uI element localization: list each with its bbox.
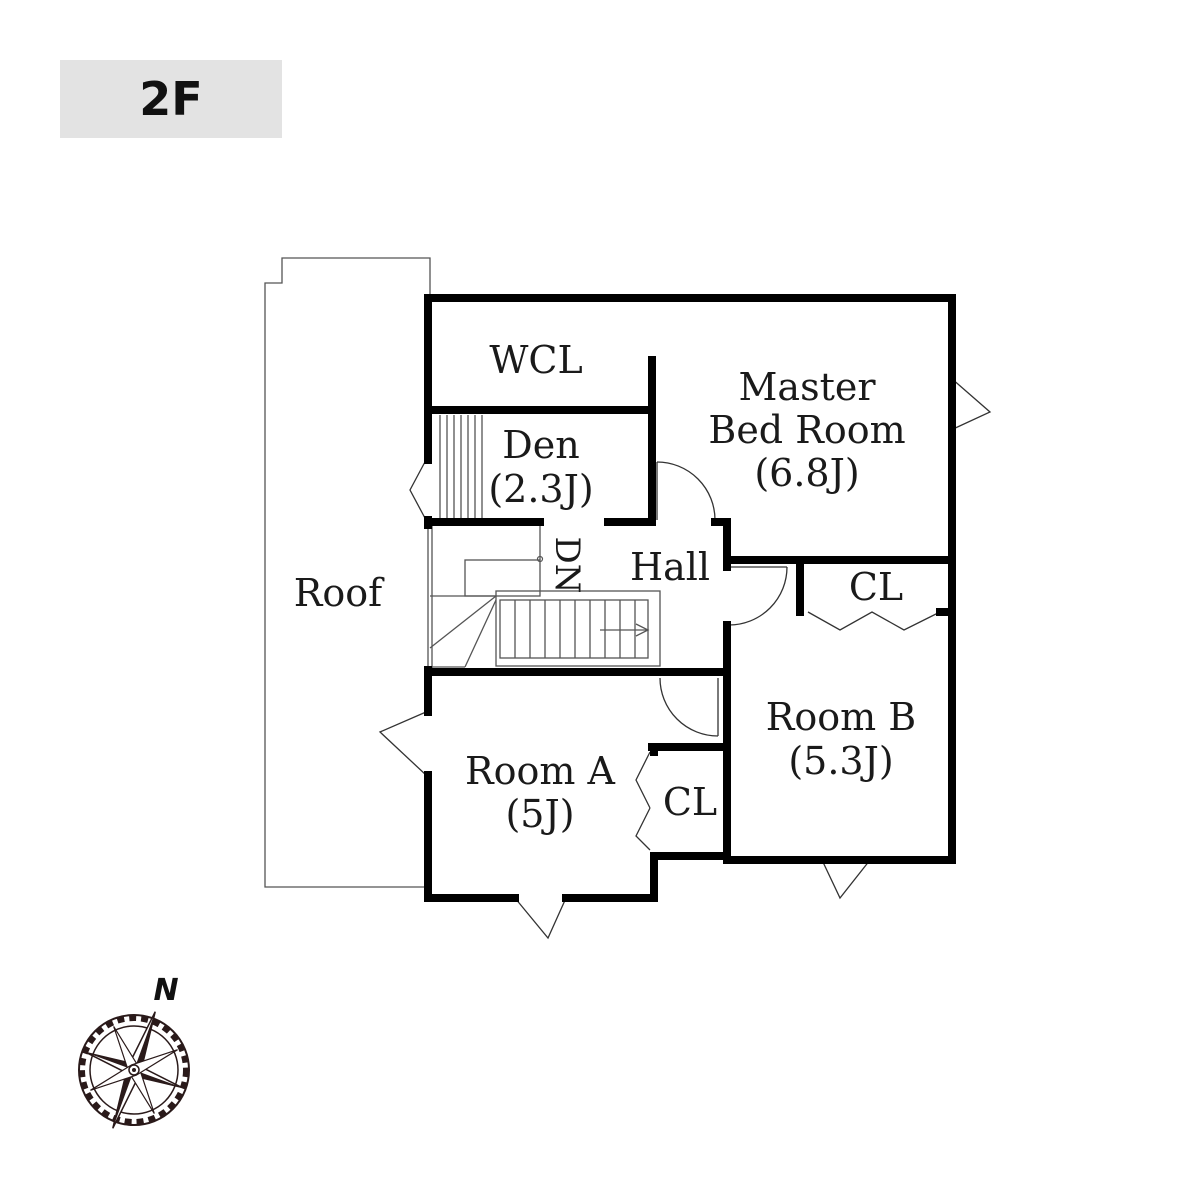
roof-area	[264, 257, 431, 888]
master-bedroom-label-line2: Bed Room	[708, 408, 905, 452]
den-size: (2.3J)	[488, 467, 593, 511]
master-bedroom-size: (6.8J)	[754, 451, 859, 495]
closet-label-bottom: CL	[663, 780, 717, 824]
compass-rose-icon	[78, 1011, 190, 1129]
floor-label-badge: 2F	[60, 60, 282, 138]
master-bedroom-label-line1: Master	[739, 365, 877, 409]
compass-north-label: N	[153, 973, 178, 1008]
wcl-label: WCL	[489, 338, 582, 382]
closet-label-top: CL	[849, 565, 903, 609]
floor-label: 2F	[139, 72, 203, 126]
room-b-label: Room B	[766, 695, 916, 739]
room-a-label: Room A	[465, 749, 615, 793]
room-b-size: (5.3J)	[788, 739, 893, 783]
staircase	[429, 520, 661, 668]
roof-label: Roof	[294, 571, 385, 615]
stairs-down-label: DN	[547, 536, 587, 593]
hall-label: Hall	[630, 545, 710, 589]
den-label: Den	[502, 423, 579, 467]
room-a-size: (5J)	[505, 792, 574, 836]
walls	[424, 294, 956, 902]
den-stair-hatch	[439, 415, 483, 520]
